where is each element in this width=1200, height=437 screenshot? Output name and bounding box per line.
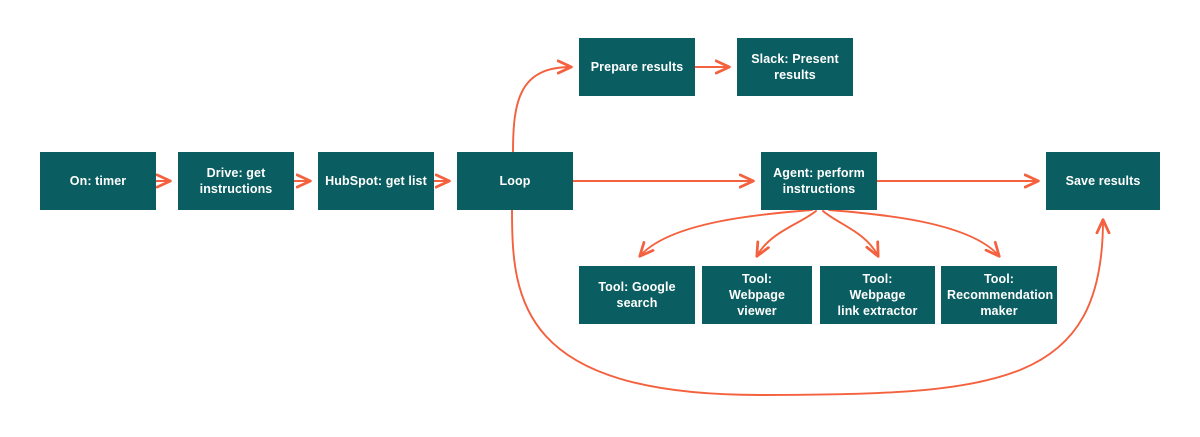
node-save-results[interactable]: Save results <box>1046 152 1160 210</box>
node-label-tool-link: Tool: Webpage link extractor <box>837 272 918 318</box>
node-label-drive: Drive: get instructions <box>199 166 273 196</box>
node-drive[interactable]: Drive: get instructions <box>178 152 294 210</box>
node-label-prepare-results: Prepare results <box>590 60 684 74</box>
node-agent[interactable]: Agent: perform instructions <box>761 152 877 210</box>
node-label-loop: Loop <box>499 174 531 188</box>
node-tool-google[interactable]: Tool: Google search <box>579 266 695 324</box>
node-tool-recommend[interactable]: Tool: Recommendation maker <box>941 266 1057 324</box>
edge-e-agent-tool-link <box>822 210 878 256</box>
node-loop[interactable]: Loop <box>457 152 573 210</box>
node-prepare-results[interactable]: Prepare results <box>579 38 695 96</box>
edge-e-agent-tool-google <box>640 209 813 256</box>
node-hubspot[interactable]: HubSpot: get list <box>318 152 434 210</box>
node-label-on-timer: On: timer <box>69 174 127 188</box>
edge-e-agent-tool-recommend <box>828 209 999 256</box>
node-on-timer[interactable]: On: timer <box>40 152 156 210</box>
edge-e-agent-tool-webpage <box>757 210 817 256</box>
node-label-tool-recommend: Tool: Recommendation maker <box>947 272 1054 318</box>
node-label-agent: Agent: perform instructions <box>773 166 865 196</box>
node-label-tool-google: Tool: Google search <box>598 280 676 310</box>
node-tool-link[interactable]: Tool: Webpage link extractor <box>820 266 935 324</box>
node-label-save-results: Save results <box>1065 174 1141 188</box>
node-label-slack-present: Slack: Present results <box>751 52 839 82</box>
node-slack-present[interactable]: Slack: Present results <box>737 38 853 96</box>
node-tool-webpage[interactable]: Tool: Webpage viewer <box>702 266 812 324</box>
node-label-hubspot: HubSpot: get list <box>325 174 427 188</box>
node-label-tool-webpage: Tool: Webpage viewer <box>728 272 786 318</box>
edge-e-loop-prepare <box>512 67 571 153</box>
